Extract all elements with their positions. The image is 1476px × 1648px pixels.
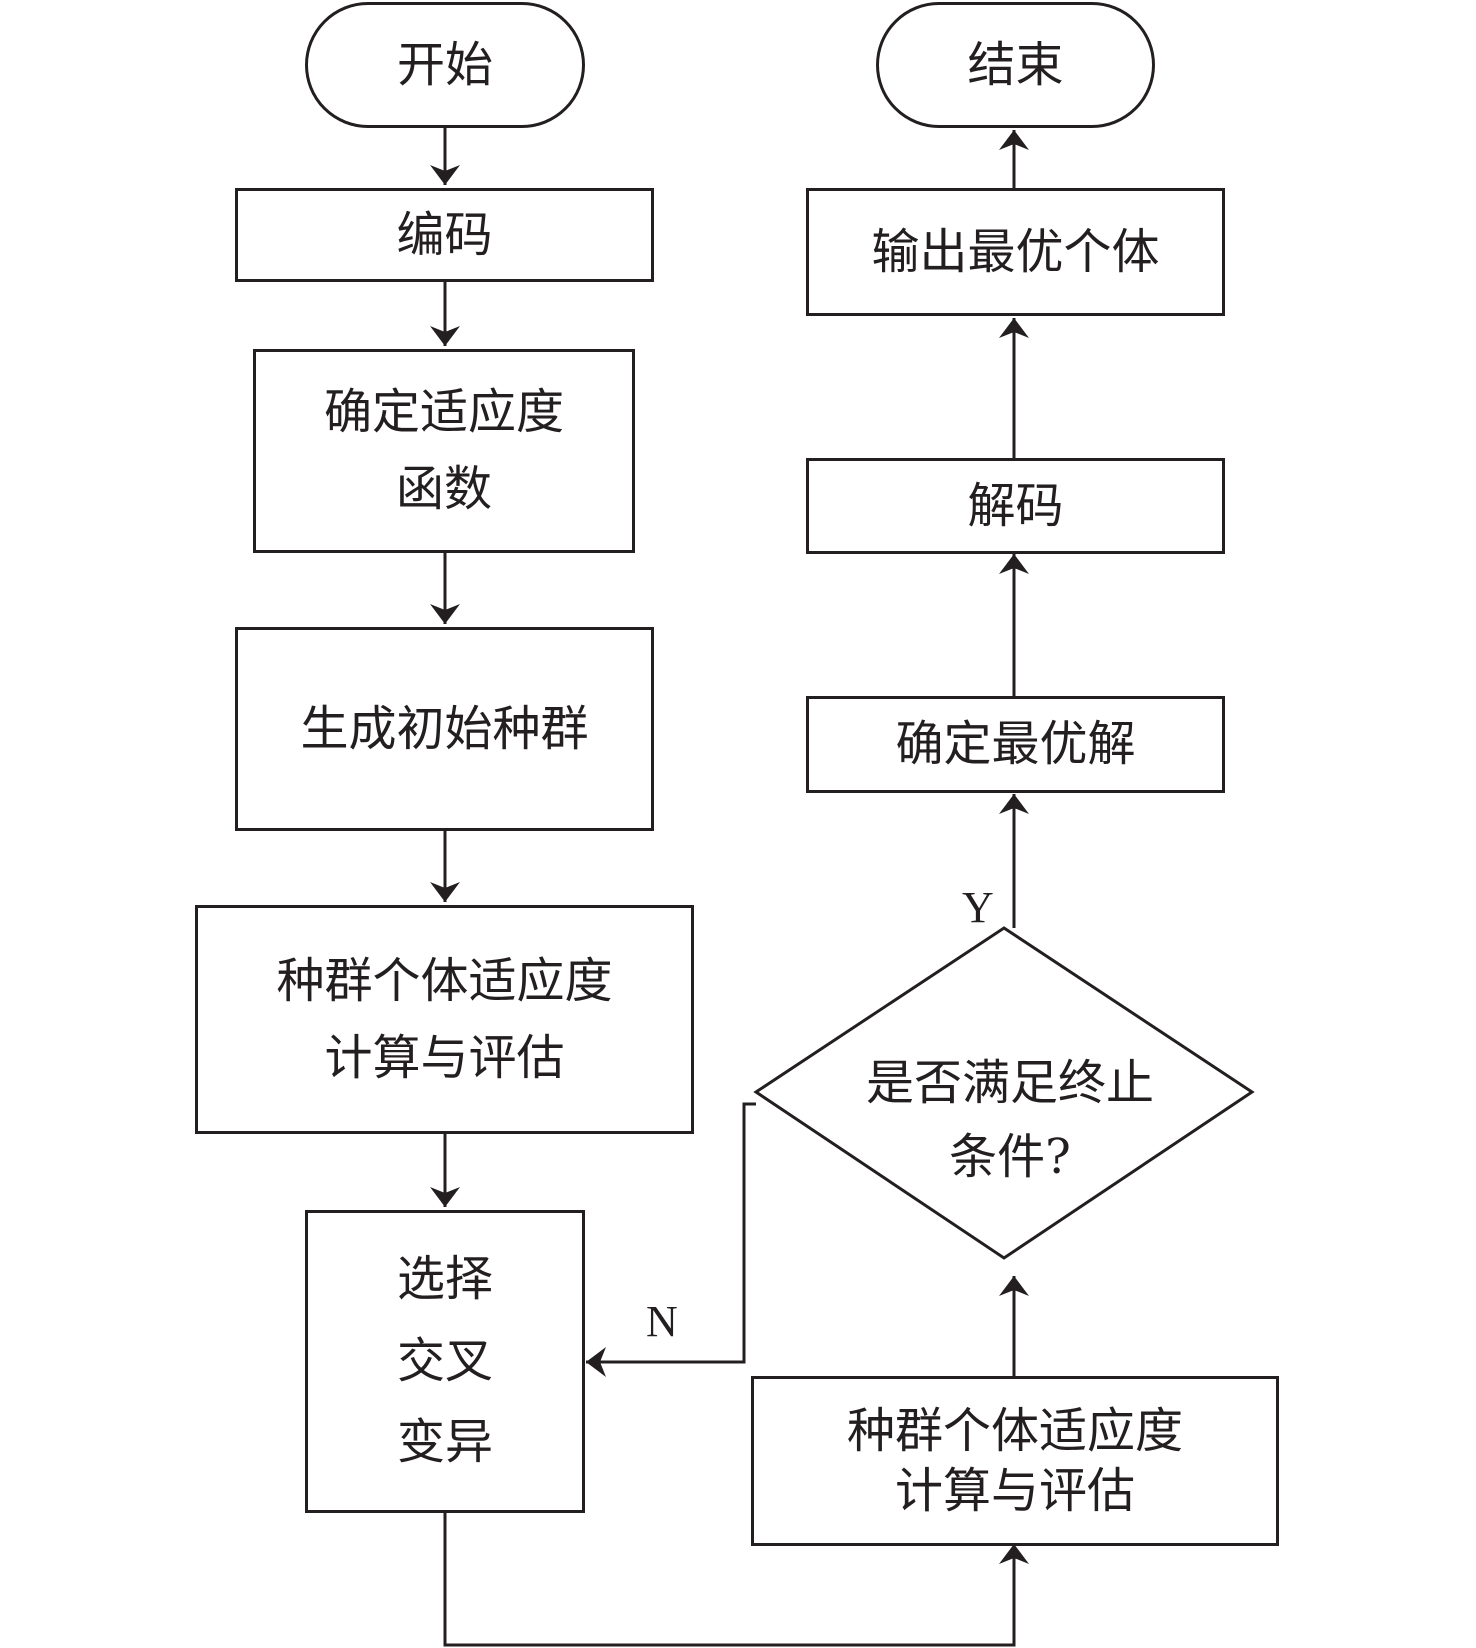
edge-decision-no-to-ops [586, 1102, 756, 1377]
mutation-label: 变异 [396, 1414, 493, 1471]
fitness-eval-box-right: 种群个体适应度 计算与评估 [751, 1376, 1279, 1546]
crossover-label: 交叉 [396, 1332, 493, 1389]
fitness-function-line1: 确定适应度 [323, 384, 564, 441]
decision-line1: 是否满足终止 [865, 1054, 1154, 1111]
init-population-label: 生成初始种群 [300, 700, 589, 757]
fitness-eval-left-line1: 种群个体适应度 [276, 952, 613, 1009]
output-best-label: 输出最优个体 [871, 223, 1160, 280]
decision-diamond [753, 926, 1255, 1260]
no-branch-label: N [646, 1297, 678, 1346]
fitness-eval-box-left: 种群个体适应度 计算与评估 [195, 905, 694, 1134]
fitness-function-line2: 函数 [395, 461, 492, 517]
decision-text: 是否满足终止 条件? [820, 1035, 1200, 1205]
fitness-function-box: 确定适应度 函数 [253, 349, 635, 553]
start-terminal: 开始 [305, 2, 585, 128]
encode-box: 编码 [235, 188, 654, 282]
selection-label: 选择 [396, 1251, 493, 1308]
yes-branch-label: Y [962, 883, 994, 932]
edge-ops-to-eval2 [443, 1512, 1029, 1647]
decision-line2: 条件? [949, 1129, 1071, 1185]
decode-box: 解码 [806, 458, 1225, 554]
end-label: 结束 [967, 36, 1064, 93]
genetic-operators-box: 选择 交叉 变异 [305, 1210, 585, 1513]
end-terminal: 结束 [876, 2, 1155, 128]
start-label: 开始 [396, 36, 493, 93]
fitness-eval-left-line2: 计算与评估 [324, 1029, 565, 1086]
fitness-eval-right-line1: 种群个体适应度 [846, 1403, 1183, 1459]
init-population-box: 生成初始种群 [235, 627, 654, 831]
decode-label: 解码 [967, 477, 1064, 534]
best-solution-label: 确定最优解 [895, 716, 1136, 773]
output-best-box: 输出最优个体 [806, 188, 1225, 316]
fitness-eval-right-line2: 计算与评估 [894, 1463, 1135, 1519]
encode-label: 编码 [396, 206, 493, 263]
best-solution-box: 确定最优解 [806, 696, 1225, 793]
